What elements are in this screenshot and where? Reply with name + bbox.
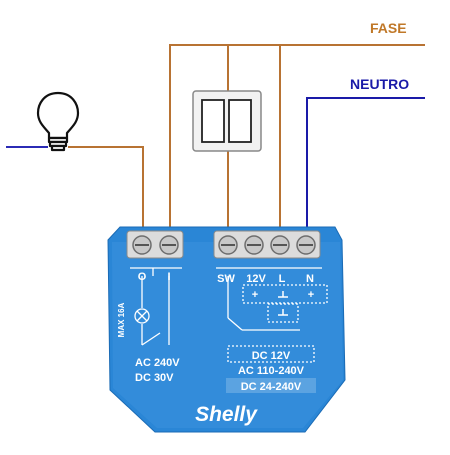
fase-wires — [68, 44, 425, 235]
ground-icon — [278, 291, 288, 316]
plus-sign-n: + — [308, 289, 314, 301]
relay-contact — [141, 332, 161, 346]
terminal-label-12v: 12V — [246, 273, 266, 285]
neutro-wires — [6, 97, 425, 235]
light-bulb-icon — [36, 91, 80, 152]
terminal-labels: O I SW 12V L N + + — [138, 271, 315, 301]
terminal-label-o: O — [138, 271, 147, 283]
neutro-main-wire — [306, 97, 425, 235]
bulb-to-o-wire — [68, 146, 144, 235]
shelly-logo: Shelly — [195, 403, 258, 426]
terminal-label-n: N — [306, 273, 314, 285]
supply-ac-label: AC 110-240V — [238, 365, 305, 377]
terminal-block-left — [126, 230, 184, 259]
neutro-label: NEUTRO — [350, 76, 410, 92]
terminal-label-i: I — [167, 271, 170, 283]
fase-label: FASE — [370, 20, 407, 36]
supply-dc12-label: DC 12V — [252, 350, 291, 362]
plus-sign-12v: + — [252, 289, 258, 301]
relay-rating-ac: AC 240V — [135, 357, 180, 369]
supply-dc24-label: DC 24-240V — [241, 381, 302, 393]
printed-schematic — [130, 267, 328, 363]
shelly-device: O I SW 12V L N + + MAX 16A AC 240V DC 30… — [107, 226, 346, 433]
relay-rating-dc: DC 30V — [135, 372, 174, 384]
terminal-label-sw: SW — [217, 273, 235, 285]
terminal-label-l: L — [279, 273, 286, 285]
terminal-block-right — [213, 230, 321, 259]
fase-main-wire — [169, 44, 425, 235]
wall-switch-icon[interactable] — [192, 90, 262, 152]
max-rating-label: MAX 16A — [117, 302, 126, 337]
